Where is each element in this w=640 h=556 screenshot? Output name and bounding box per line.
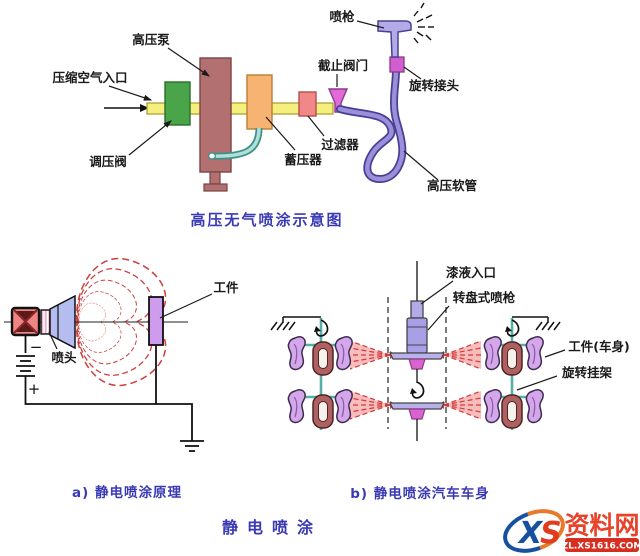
electrode-block (10, 306, 41, 337)
spray-head-label: 喷头 (51, 350, 77, 365)
air-inlet-arrow-icon (104, 104, 149, 112)
hanger (312, 341, 334, 376)
spray-cone (49, 294, 76, 350)
ground-right-icon (512, 316, 561, 331)
car-body-caption: b) 静电喷涂汽车车身 (350, 485, 490, 502)
hose-label: 高压软管 (427, 178, 477, 193)
car-body (287, 336, 306, 371)
rotary-joint-label: 旋转接头 (408, 78, 460, 93)
stop-valve-label: 截止阀门 (318, 58, 368, 73)
hanger (501, 394, 523, 429)
disc-gun-leader (427, 305, 450, 331)
fan-row1-left (349, 340, 397, 370)
regulator-label: 调压阀 (89, 154, 127, 169)
spray-head-collar (40, 309, 51, 335)
paint-inlet-label: 漆液入口 (446, 265, 496, 280)
rotation-hooks (314, 319, 520, 399)
ground-icon (180, 440, 204, 452)
logo-xs: XS (517, 516, 562, 551)
logo-url-bar (565, 538, 639, 552)
car-bodies (287, 336, 544, 424)
power-supply-circuit (16, 335, 204, 452)
fan-row2-left (349, 390, 397, 420)
car-body (525, 336, 544, 371)
hanger (312, 394, 334, 429)
leader-lines (108, 20, 439, 181)
electrostatic-principle-diagram: − + 工件 喷头 a) 静电喷涂原理 (4, 257, 239, 501)
logo-site-name: 资料网 (564, 511, 639, 540)
disc-gun-label: 转盘式喷枪 (453, 290, 516, 305)
workpiece (148, 296, 164, 346)
car-body (287, 389, 306, 424)
battery-minus-label: − (30, 338, 43, 356)
car-body (483, 336, 502, 371)
spray-gun (377, 20, 412, 58)
car-body-diagram: 漆液入口 转盘式喷枪 工件(车身) 旋转挂架 b) 静电喷涂汽车车身 (270, 261, 630, 502)
air-inlet-label: 压缩空气入口 (52, 70, 127, 85)
filter (298, 91, 317, 117)
airless-spray-schematic: 喷枪 高压泵 压缩空气入口 截止阀门 旋转接头 调压阀 过滤器 蓄压器 高压软管… (52, 2, 477, 229)
main-pipe (146, 102, 334, 115)
car-body (525, 389, 544, 424)
paint-inlet-leader (420, 280, 454, 305)
spray-head-leader (48, 331, 58, 350)
hangers (312, 341, 523, 429)
spray-mist-icon (413, 2, 434, 44)
battery-plus-label: + (28, 380, 41, 398)
principle-caption: a) 静电喷涂原理 (72, 484, 182, 501)
rotary-joint (389, 56, 405, 73)
accumulator-label: 蓄压器 (284, 152, 322, 167)
rotary-disc-gun (389, 261, 445, 383)
filter-label: 过滤器 (321, 137, 359, 152)
spray-gun-label: 喷枪 (329, 9, 355, 24)
ground-left-icon (270, 316, 321, 331)
logo-ellipse-icon (503, 509, 565, 553)
page-title: 静电喷涂 (222, 518, 322, 537)
pressure-regulating-valve (164, 81, 191, 126)
car-body (483, 389, 502, 424)
high-pressure-pump (199, 57, 232, 192)
car-body (334, 336, 353, 371)
watermark-logo: XS 资料网 ZL.XS1616.COM (503, 509, 640, 553)
car-body-label: 工件(车身) (568, 339, 629, 354)
hanger-leader (516, 375, 558, 391)
rotary-disc-row2 (389, 402, 445, 441)
high-pressure-hose (336, 66, 407, 184)
hanger (501, 341, 523, 376)
workpiece-leader (159, 293, 213, 319)
pump-label: 高压泵 (132, 32, 170, 47)
workpiece-label: 工件 (213, 280, 239, 295)
rotating-hanger-label: 旋转挂架 (561, 365, 613, 380)
car-body-leader (544, 349, 566, 358)
logo-site-url: ZL.XS1616.COM (562, 542, 640, 552)
accumulator (246, 74, 273, 130)
return-tube (208, 127, 263, 160)
airless-caption: 高压无气喷涂示意图 (190, 211, 343, 229)
car-body (334, 389, 353, 424)
